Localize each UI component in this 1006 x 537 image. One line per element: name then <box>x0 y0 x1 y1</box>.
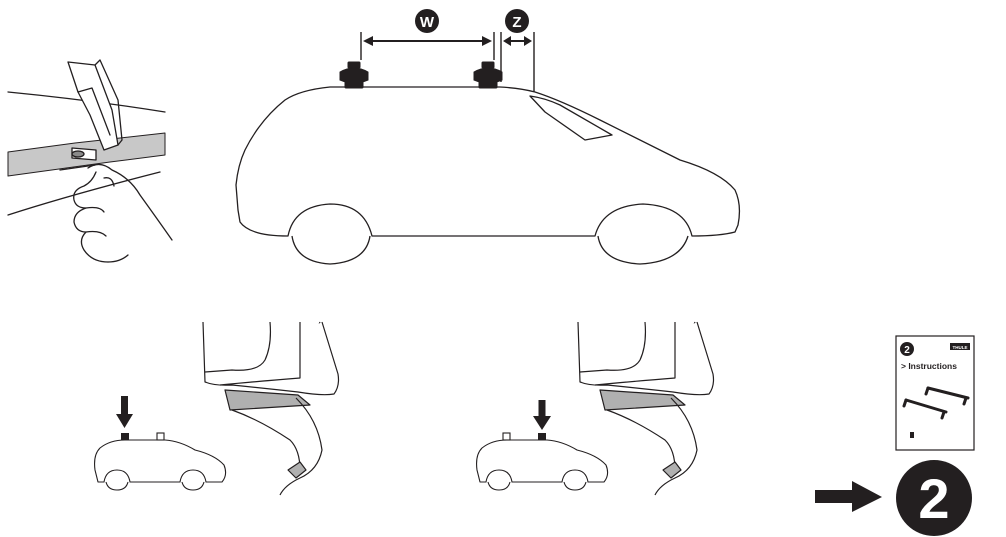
down-arrow-icon <box>533 400 551 430</box>
small-car-foot-front-active <box>121 433 129 440</box>
roof-rack-foot-front <box>339 61 369 89</box>
booklet-title: > Instructions <box>901 361 957 371</box>
foot-on-door-detail-right <box>577 321 715 496</box>
small-car-foot-front <box>502 432 511 441</box>
main-car-side-view <box>235 86 741 265</box>
dimension-z <box>500 32 535 92</box>
down-arrow-icon <box>116 396 133 428</box>
booklet-small-part-icon <box>910 432 914 438</box>
door-detail-illustration <box>7 59 173 263</box>
right-arrow-icon <box>815 481 882 512</box>
dimension-w <box>360 32 495 60</box>
next-step-badge <box>896 460 972 536</box>
small-car-foot-rear-active <box>538 433 546 440</box>
z-label: Z <box>512 14 521 31</box>
booklet-brand: THULE <box>953 345 968 350</box>
next-step-number: 2 <box>918 467 949 530</box>
small-car-rear-position <box>476 439 609 491</box>
w-badge <box>415 9 439 33</box>
foot-on-door-detail-left <box>202 321 340 496</box>
booklet-step-number: 2 <box>904 345 910 356</box>
roof-rack-foot-rear <box>473 61 503 89</box>
roof-bars-icon <box>902 386 970 420</box>
instruction-booklet <box>895 335 975 451</box>
booklet-step-badge <box>900 342 914 356</box>
z-badge <box>505 9 529 33</box>
small-car-front-position <box>94 439 227 491</box>
w-label: W <box>420 14 435 31</box>
small-car-foot-rear <box>156 432 165 441</box>
booklet-brand-logo <box>950 343 970 350</box>
